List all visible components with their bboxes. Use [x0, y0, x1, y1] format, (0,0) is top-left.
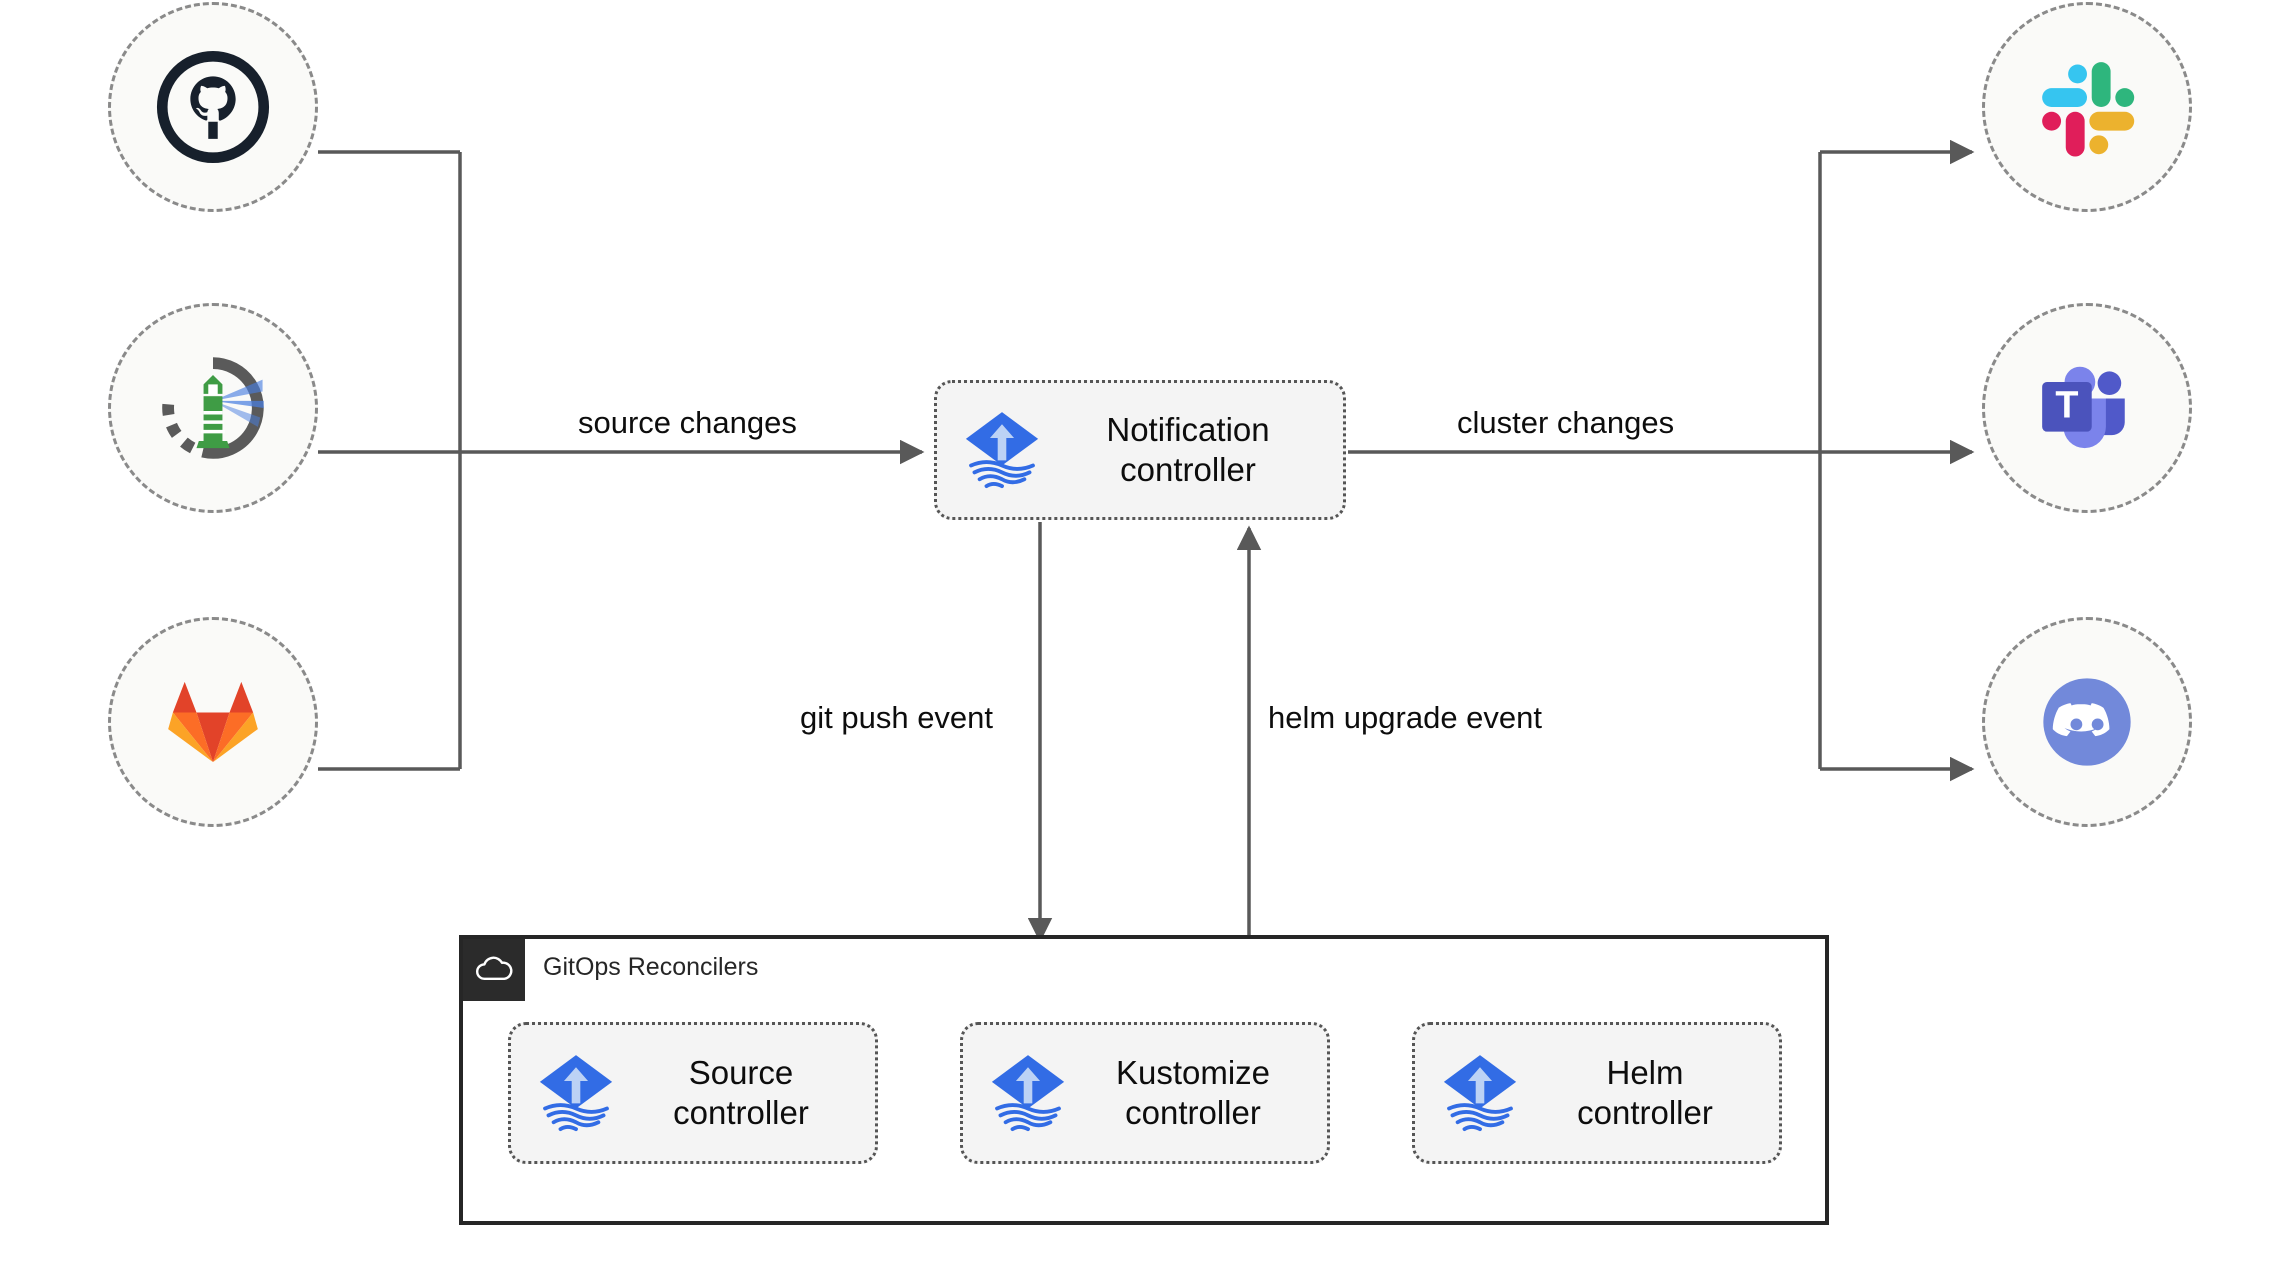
microsoft-teams-icon: T: [2042, 366, 2125, 449]
github-icon: [156, 50, 270, 164]
destination-endpoint-slack[interactable]: [1982, 2, 2192, 212]
source-endpoint-github[interactable]: [108, 2, 318, 212]
destination-endpoint-teams[interactable]: T: [1982, 303, 2192, 513]
source-endpoint-flagger[interactable]: [108, 303, 318, 513]
node-helm-controller[interactable]: Helm controller: [1412, 1022, 1782, 1164]
flux-icon: [991, 1055, 1065, 1132]
slack-icon: [2042, 62, 2135, 157]
gitlab-icon: [168, 681, 258, 763]
flagger-lighthouse-icon: [162, 357, 264, 459]
flux-icon: [1443, 1055, 1517, 1132]
edge-label-source-changes: source changes: [578, 405, 797, 440]
node-source-controller[interactable]: Source controller: [508, 1022, 878, 1164]
edge-label-cluster-changes: cluster changes: [1457, 405, 1675, 440]
flux-icon: [539, 1055, 613, 1132]
node-notification-controller[interactable]: Notification controller: [934, 380, 1346, 520]
cloud-icon: [476, 956, 513, 980]
svg-text:T: T: [2055, 383, 2078, 425]
discord-icon: [2043, 678, 2131, 766]
flux-icon: [965, 412, 1039, 489]
node-label: Helm controller: [1577, 1053, 1713, 1131]
node-label: Notification controller: [1106, 410, 1270, 488]
destination-endpoint-discord[interactable]: [1982, 617, 2192, 827]
node-kustomize-controller[interactable]: Kustomize controller: [960, 1022, 1330, 1164]
edge-label-helm-upgrade-event: helm upgrade event: [1268, 700, 1543, 735]
source-endpoint-gitlab[interactable]: [108, 617, 318, 827]
cloud-icon-container: [463, 939, 525, 1001]
group-title: GitOps Reconcilers: [543, 953, 759, 981]
node-label: Kustomize controller: [1115, 1053, 1271, 1131]
edge-label-git-push-event: git push event: [800, 700, 994, 735]
group-header: GitOps Reconcilers: [463, 939, 758, 1001]
node-label: Source controller: [673, 1053, 809, 1131]
